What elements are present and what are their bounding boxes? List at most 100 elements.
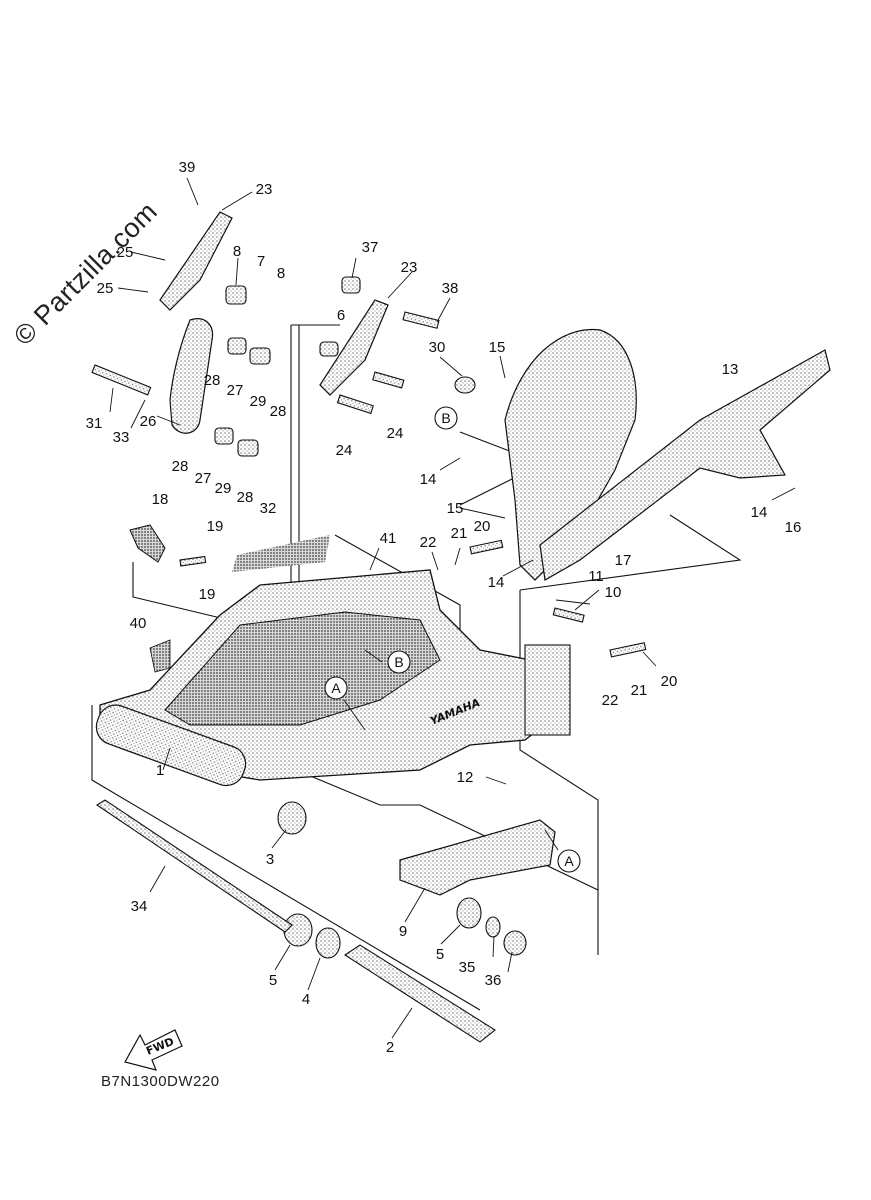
callout-6: 6: [337, 307, 345, 324]
fwd-arrow-icon: [124, 1029, 183, 1071]
callout-14: 14: [751, 504, 768, 521]
part-decal: [232, 535, 330, 572]
marker-a: A: [564, 853, 574, 869]
callout-10: 10: [605, 584, 622, 601]
part-rear-fender: [504, 328, 637, 581]
callout-19: 19: [199, 586, 216, 603]
callout-18: 18: [152, 491, 169, 508]
callout-15: 15: [447, 500, 464, 517]
callout-24: 24: [336, 442, 353, 459]
callout-34: 34: [131, 898, 148, 915]
part-swingarm-crosstube: [95, 704, 247, 787]
callout-8: 8: [277, 265, 285, 282]
callout-11: 11: [588, 568, 604, 585]
callout-31: 31: [86, 415, 103, 432]
marker-b-circle: [434, 406, 458, 430]
callout-12: 12: [457, 769, 474, 786]
callout-21: 21: [631, 682, 648, 699]
callout-33: 33: [113, 429, 130, 446]
part-bushing-27b: [214, 427, 234, 445]
callout-22: 22: [420, 534, 437, 551]
callout-29: 29: [250, 393, 267, 410]
part-chain-case: [539, 349, 831, 581]
callout-27: 27: [227, 382, 244, 399]
diagram-code: B7N1300DW220: [101, 1073, 220, 1090]
callout-28: 28: [204, 372, 221, 389]
callout-3: 3: [266, 851, 274, 868]
part-collar-7: [225, 285, 247, 305]
callout-25: 25: [97, 280, 114, 297]
part-label-40: [149, 639, 171, 673]
callout-28: 28: [172, 458, 189, 475]
callout-5: 5: [436, 946, 444, 963]
callout-4: 4: [302, 991, 310, 1008]
callout-32: 32: [260, 500, 277, 517]
callout-35: 35: [459, 959, 476, 976]
assembly-outline-sensor: [132, 562, 251, 626]
part-bushing-29b: [237, 439, 259, 457]
callout-8: 8: [233, 243, 241, 260]
part-bushing-29a: [249, 347, 271, 365]
callout-30: 30: [429, 339, 446, 356]
assembly-outline-swingarm: [283, 764, 599, 955]
part-bolt-24a: [336, 394, 374, 415]
callout-15: 15: [489, 339, 506, 356]
callout-25: 25: [117, 244, 134, 261]
callout-20: 20: [661, 673, 678, 690]
callout-23: 23: [256, 181, 273, 198]
callout-24: 24: [387, 425, 404, 442]
part-nut-36: [503, 930, 527, 956]
part-bolt-31: [91, 364, 152, 396]
callout-26: 26: [140, 413, 157, 430]
part-link-arm: [169, 318, 214, 434]
callout-20: 20: [474, 518, 491, 535]
callout-37: 37: [362, 239, 379, 256]
part-washer-35: [485, 916, 501, 938]
part-collar-6: [319, 341, 339, 357]
callout-14: 14: [420, 471, 437, 488]
callout-19: 19: [207, 518, 224, 535]
callout-21: 21: [451, 525, 468, 542]
marker-a-circle: [324, 676, 348, 700]
part-bolt-19: [179, 555, 207, 567]
callout-9: 9: [399, 923, 407, 940]
part-axle-plate: [524, 644, 571, 736]
callout-38: 38: [442, 280, 459, 297]
part-bearing-5a: [456, 897, 482, 929]
marker-a: A: [331, 680, 341, 696]
marker-b: B: [394, 654, 403, 670]
callout-40: 40: [130, 615, 147, 632]
part-collar-4: [315, 927, 341, 959]
callout-7: 7: [257, 253, 265, 270]
part-nut-30: [454, 376, 476, 394]
callout-36: 36: [485, 972, 502, 989]
callout-27: 27: [195, 470, 212, 487]
marker-b-circle: [387, 650, 411, 674]
part-bolt-38: [402, 311, 440, 329]
callout-1: 1: [156, 762, 164, 779]
part-collar-3: [277, 801, 307, 835]
part-swingarm-inner: [164, 611, 441, 726]
part-chain-guard: [399, 819, 556, 896]
assembly-outline-frame: [91, 705, 481, 1011]
marker-a-circle: [557, 849, 581, 873]
callout-28: 28: [270, 403, 287, 420]
part-bushing-27a: [227, 337, 247, 355]
callout-28: 28: [237, 489, 254, 506]
assembly-outline-chainguide: [519, 514, 742, 591]
part-bolt-10: [552, 607, 585, 623]
part-bolt-20b: [609, 642, 647, 658]
marker-b: B: [441, 410, 450, 426]
part-bolt-24b: [372, 371, 405, 389]
part-bracket-right: [319, 299, 389, 396]
callout-13: 13: [722, 361, 739, 378]
part-bolt-20a: [469, 539, 504, 555]
part-sensor-bracket: [129, 524, 166, 563]
callout-16: 16: [785, 519, 802, 536]
part-collar-37: [341, 276, 361, 294]
callout-2: 2: [386, 1039, 394, 1056]
callout-14: 14: [488, 574, 505, 591]
callout-5: 5: [269, 972, 277, 989]
part-pivot-shaft: [95, 799, 293, 933]
